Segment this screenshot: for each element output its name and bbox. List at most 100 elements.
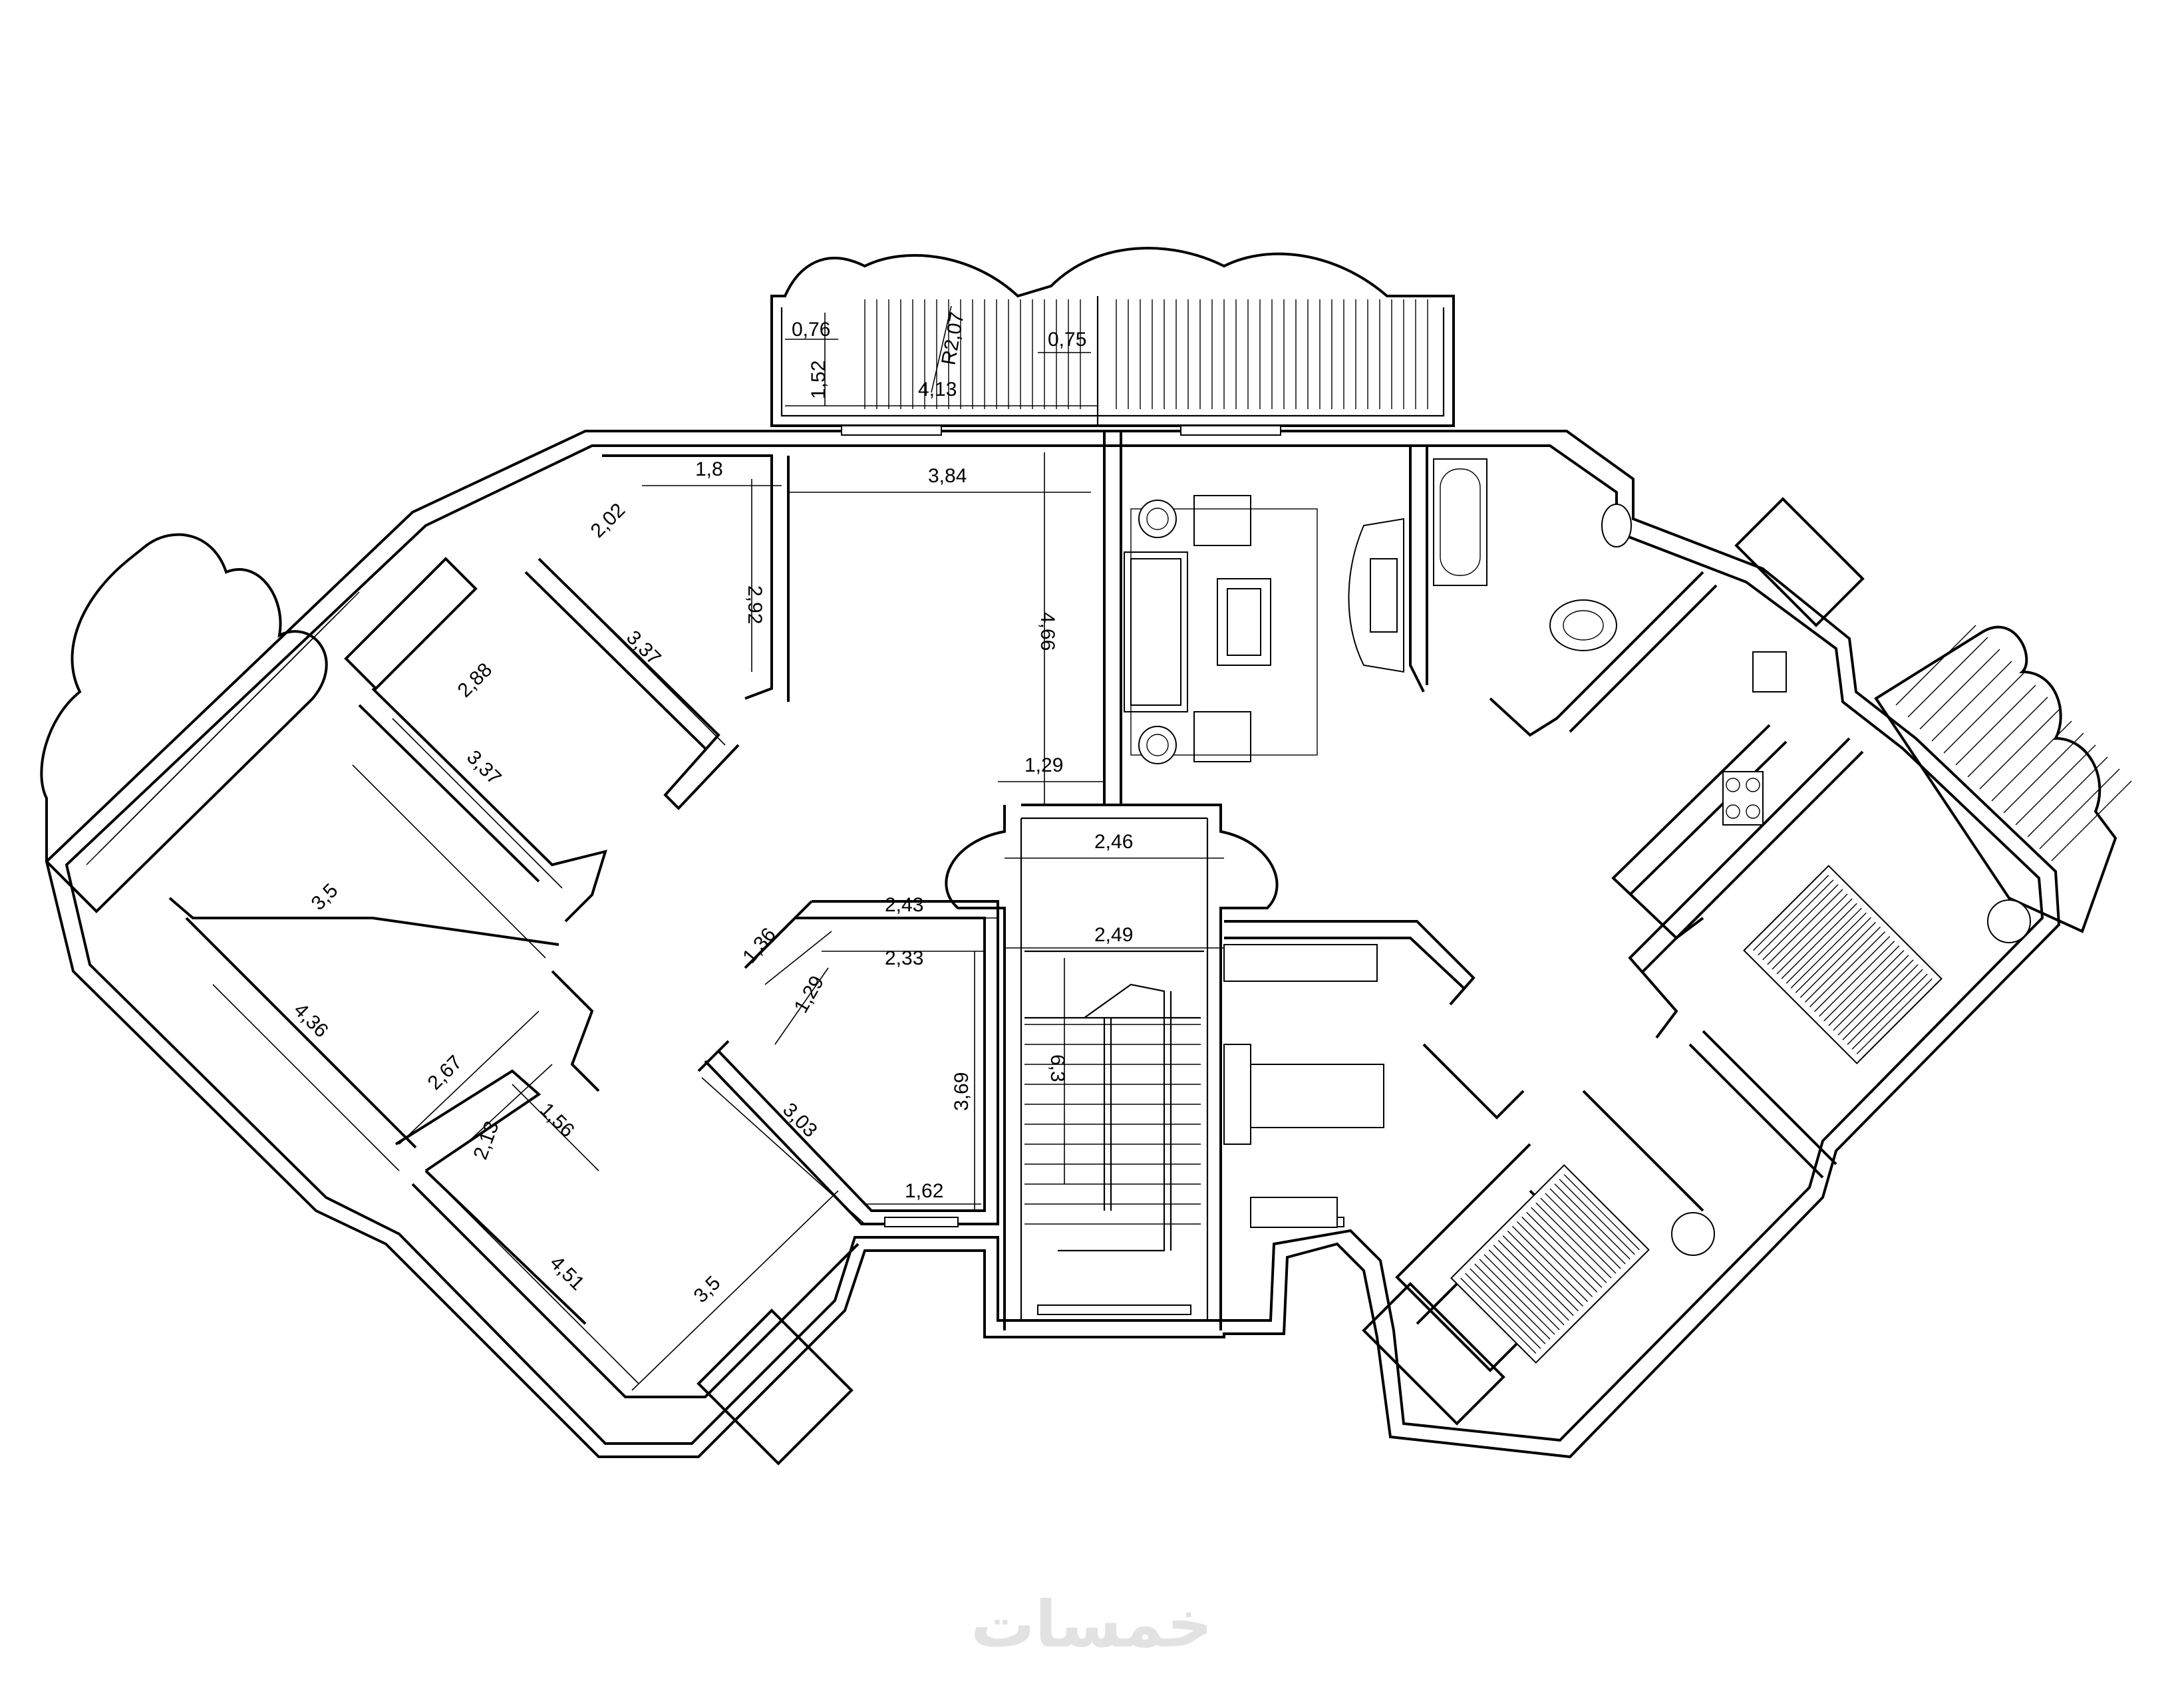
armchair-icon	[1193, 495, 1251, 546]
bed-hatch-line	[1465, 1273, 1541, 1349]
dim-corr-diag: 1,36	[738, 924, 780, 968]
bed-hatch-line	[1753, 875, 1829, 951]
bed-hatch-line	[1517, 1221, 1593, 1297]
balcony-hatch-line	[1991, 720, 2072, 802]
bedroom-furniture	[1223, 865, 2031, 1364]
bed-hatch-line	[1493, 1245, 1569, 1321]
bed-hatch-line	[1847, 969, 1923, 1045]
bed-hatch-line	[1483, 1254, 1560, 1330]
bed-hatch-line	[1790, 912, 1867, 989]
balcony-hatch-line	[1955, 685, 2036, 766]
dim-stair-width: 2,49	[1094, 924, 1133, 946]
bed-hatch-line	[1545, 1193, 1621, 1269]
bed-hatch-line	[1549, 1188, 1626, 1265]
dim-kitchen-width: 2,33	[885, 947, 923, 969]
toilet-icon	[1601, 504, 1632, 547]
west-apartment	[168, 454, 999, 1398]
balcony-hatch-line	[265, 591, 360, 686]
dim-kitchen-diag: 1,29	[790, 972, 828, 1016]
balcony-hatch-line	[2039, 768, 2120, 849]
wardrobe-icon	[1223, 944, 1378, 982]
bed-hatch-line	[1819, 941, 1895, 1017]
living-room-furniture	[1124, 495, 1404, 764]
bed-hatch-line	[1767, 889, 1843, 965]
bed-hatch-line	[1772, 893, 1848, 970]
dim-corr-width: 2,43	[885, 894, 923, 916]
bed-hatch-line	[1511, 1225, 1589, 1302]
bed-hatch-line	[1795, 917, 1871, 993]
bed-hatch-line	[1521, 1216, 1598, 1293]
desk-icon	[1250, 1197, 1338, 1228]
bed-hatch-line	[1526, 1211, 1603, 1288]
bed-icon-3	[1250, 1064, 1384, 1128]
bed-hatch-line	[1559, 1179, 1635, 1255]
balcony-hatch-line	[1943, 673, 2024, 754]
bed-hatch-line	[1502, 1235, 1579, 1312]
balcony-hatch-line	[1979, 708, 2060, 790]
bed-hatch-line	[1837, 959, 1914, 1036]
bed-hatch-line	[1833, 955, 1909, 1031]
balcony-hatch-line	[2051, 780, 2132, 861]
plant-icon	[1138, 500, 1177, 538]
dim-room-s-width: 3,5	[690, 1272, 725, 1307]
armchair-icon-3	[1987, 899, 2031, 943]
dim-room-sw-length: 4,36	[289, 999, 333, 1042]
bed-hatch-line	[1535, 1202, 1612, 1279]
bed-hatch-line	[1531, 1207, 1607, 1283]
dim-bal-depth: 1,52	[808, 361, 830, 399]
bed-hatch-line	[1809, 931, 1886, 1008]
stair-core	[945, 431, 1428, 1330]
bed-hatch-line	[1776, 898, 1853, 975]
bed-hatch-line	[1823, 945, 1900, 1022]
bed-hatch-line	[1786, 907, 1862, 984]
bed-hatch-line	[1488, 1249, 1565, 1326]
balcony-hatch-line	[1895, 625, 1976, 706]
east-balcony	[1874, 625, 2132, 933]
dim-hall-depth: 4,66	[1036, 612, 1058, 651]
bed-hatch-line	[1460, 1277, 1537, 1354]
bed-hatch-line	[1470, 1268, 1546, 1344]
armchair-icon-4	[1671, 1212, 1715, 1256]
bed-hatch-line	[1842, 964, 1919, 1040]
dim-room-sw-width: 3,5	[307, 879, 343, 915]
bed-hatch-line	[1554, 1183, 1631, 1260]
dim-room-nw-depth: 2,92	[744, 585, 766, 624]
dim-room-sw-side: 2,67	[424, 1051, 467, 1094]
dim-hall-width: 3,84	[928, 465, 967, 487]
dim-kitchen-front: 1,62	[905, 1180, 943, 1202]
sink-icon	[1549, 599, 1617, 651]
dim-bal-width-a: 0,76	[792, 319, 830, 341]
dim-bath-diag: 2,13	[470, 1118, 504, 1162]
dim-stair-length: 6,3	[1046, 1054, 1068, 1082]
dim-bath-width: 1,56	[536, 1099, 579, 1142]
bed-hatch-line	[1497, 1240, 1574, 1316]
dimension-lines	[212, 305, 1224, 1391]
plant-icon-2	[1138, 726, 1177, 764]
dim-bal-width-b: 0,75	[1048, 329, 1086, 351]
dim-room-nw-width: 1,8	[695, 458, 723, 480]
small-balconies	[344, 497, 1865, 1465]
dim-kitchen-depth: 3,69	[951, 1072, 973, 1111]
watermark: خمسات	[971, 1587, 1213, 1662]
dim-bal-radius: R2,07	[937, 311, 968, 367]
balcony-hatch-line	[2003, 732, 2084, 814]
bed-hatch-line	[1762, 884, 1839, 961]
stove-icon	[1722, 771, 1764, 826]
west-balcony	[40, 533, 360, 913]
dim-kitchen-side: 3,03	[778, 1099, 822, 1142]
north-balcony	[770, 247, 1455, 427]
building-outline	[45, 430, 2061, 1459]
dim-stair-top: 2,46	[1094, 831, 1133, 853]
balcony-hatch-line	[1967, 696, 2048, 778]
balcony-hatch-line	[2015, 744, 2096, 826]
dim-room-nw-diag: 2,02	[587, 499, 630, 542]
bed-hatch-line	[1507, 1231, 1583, 1307]
bed-hatch-line	[1563, 1174, 1640, 1251]
dim-room-nw-side: 3,37	[622, 627, 665, 670]
dimension-labels: 0,76 1,52 R2,07 0,75 4,13 1,8 2,02 2,92 …	[289, 311, 1133, 1307]
bed-hatch-line	[1799, 921, 1876, 998]
dim-hall-neck: 1,29	[1024, 754, 1063, 776]
bed-hatch-line	[1479, 1259, 1555, 1335]
bathtub-icon	[1433, 458, 1487, 586]
